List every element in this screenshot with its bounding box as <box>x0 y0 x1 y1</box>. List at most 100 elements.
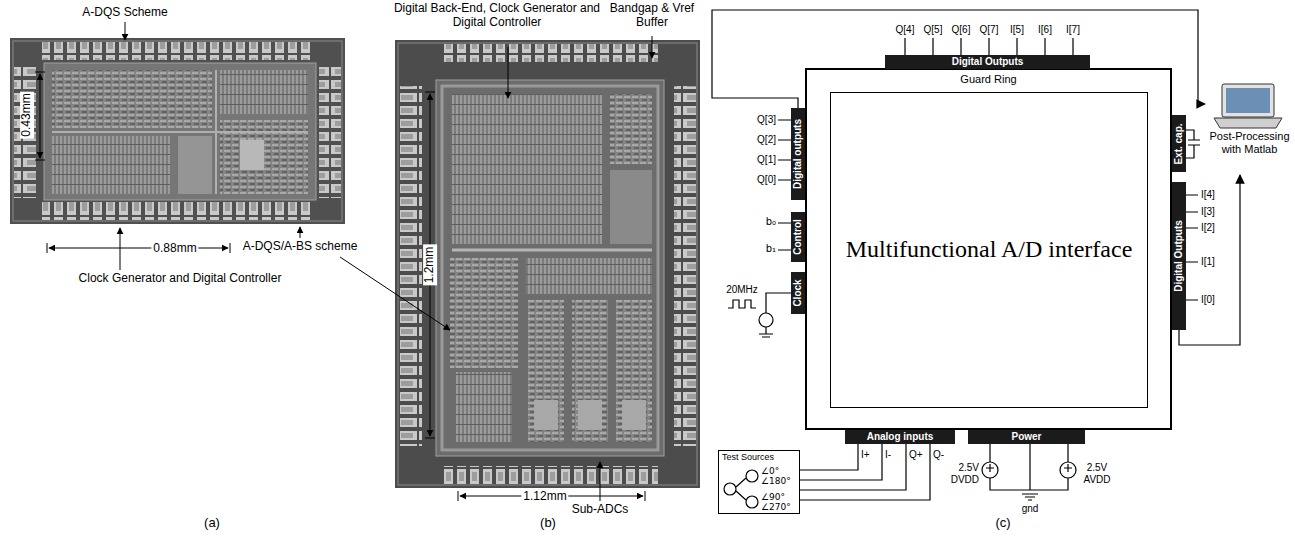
test-setup-wiring-part <box>1186 195 1198 300</box>
phase-label: ∠270° <box>761 502 791 512</box>
node-text: Power <box>1011 431 1041 443</box>
dimension-label: 0.88mm <box>151 242 198 256</box>
pin-name: Q- <box>933 449 944 461</box>
dimension-leader-lines-part <box>35 72 45 160</box>
die-photo-b-part <box>450 258 518 368</box>
node-text: Multifunctional A/D interface <box>846 236 1133 264</box>
dimension-leader-lines-part <box>600 462 601 501</box>
supply-label: gnd <box>1022 503 1039 515</box>
pin-name: I- <box>885 449 891 461</box>
signal-connector <box>1179 175 1240 345</box>
die-photo-b-part <box>395 40 700 488</box>
test-setup-wiring-part <box>724 483 736 495</box>
pin-name: Q[5] <box>924 24 943 36</box>
pin-name: b₀ <box>766 216 776 228</box>
die-photo-a-part <box>13 41 342 221</box>
die-photo-b-part <box>452 94 602 244</box>
chip-core-box: Multifunctional A/D interface <box>830 92 1148 408</box>
die-photo-b-part <box>534 400 558 430</box>
die-photo-b-part <box>674 86 696 446</box>
pin-name: Q[0] <box>757 174 776 186</box>
laptop-icon <box>1214 84 1282 128</box>
laptop-icon-part <box>1222 84 1274 117</box>
panel-label: (b) <box>540 516 556 531</box>
dimension-leader-lines-part <box>300 227 301 238</box>
dimension-leader-lines-part <box>47 243 230 253</box>
pin-group-band: Analog inputs <box>845 430 955 444</box>
die-photo-a-part <box>178 136 212 194</box>
test-setup-wiring-part <box>728 300 756 308</box>
die-photo-b-part <box>622 400 646 430</box>
pin-group-band: Ext. cap. <box>1172 115 1186 172</box>
pin-name: I[4] <box>1201 189 1215 201</box>
die-photo-b-part <box>616 300 652 442</box>
die-photo-b-part <box>400 86 422 446</box>
test-setup-wiring <box>724 38 1200 508</box>
die-photo-b-part <box>578 400 602 430</box>
die-photo-a-part <box>42 202 313 220</box>
die-photo-b-part <box>526 258 652 294</box>
pin-name: I[2] <box>1201 222 1215 234</box>
die-photo-a-part <box>42 42 313 60</box>
guard-ring-box: Guard RingMultifunctional A/D interface <box>805 68 1172 430</box>
dimension-leader-lines-part <box>508 47 509 98</box>
pin-name: I[7] <box>1066 24 1080 36</box>
node-text: Digital Outputs <box>952 56 1024 68</box>
pin-name: I[6] <box>1038 24 1052 36</box>
pin-name: Q[2] <box>757 134 776 146</box>
pin-group-band: Digital Outputs <box>1172 182 1186 330</box>
pin-name: Q[4] <box>896 24 915 36</box>
dimension-leader-lines <box>35 22 652 501</box>
pin-group-band: Digital Outputs <box>885 55 1090 69</box>
test-setup-wiring-part <box>905 38 1073 55</box>
die-photo-b-part <box>398 43 697 485</box>
test-setup-wiring-part <box>759 327 773 337</box>
phase-label: ∠0° <box>761 466 779 476</box>
node-text: Digital outputs <box>792 119 804 189</box>
node-text: Ext. cap. <box>1173 123 1185 164</box>
die-photo-a-part <box>52 70 212 128</box>
pin-group-band: Clock <box>791 272 805 314</box>
die-photo-a-part <box>52 70 308 194</box>
test-setup-wiring-part <box>746 470 758 482</box>
supply-label: 2.5V AVDD <box>1079 462 1115 485</box>
dimension-label: 0.43mm <box>20 91 34 138</box>
test-setup-wiring-part <box>800 444 930 500</box>
die-photo-b-part <box>610 170 652 244</box>
pin-name: I[1] <box>1201 256 1215 268</box>
die-photo-b-part <box>528 300 564 442</box>
pin-group-band: Power <box>968 430 1085 444</box>
laptop-icon-part <box>1214 118 1282 128</box>
pin-name: Q+ <box>909 449 923 461</box>
signal-connector <box>800 444 858 470</box>
node-text: Control <box>792 219 804 255</box>
dimension-label: 1.2mm <box>423 245 437 286</box>
pin-group-band: Digital outputs <box>791 108 805 200</box>
part-label: A-DQS Scheme <box>82 6 167 20</box>
dimension-leader-lines-part <box>125 22 126 40</box>
pin-name: I[5] <box>1010 24 1024 36</box>
signal-label: 20MHz <box>726 284 758 296</box>
test-setup-wiring-part <box>990 444 1068 490</box>
die-photo-a-part <box>220 70 308 114</box>
panel-label: (a) <box>204 516 220 531</box>
node-text: Analog inputs <box>867 431 934 443</box>
pin-name: Q[6] <box>952 24 971 36</box>
phase-label: ∠90° <box>761 492 785 502</box>
test-setup-wiring-part <box>990 478 1068 490</box>
node-text: Digital Outputs <box>1173 220 1185 292</box>
die-photo-a <box>10 38 345 224</box>
test-setup-wiring-part <box>1022 494 1038 500</box>
pin-name: b₁ <box>766 243 776 255</box>
die-photo-b-part <box>610 94 652 164</box>
part-label: A-DQS/A-BS scheme <box>243 240 358 254</box>
part-label: Sub-ADCs <box>572 503 629 517</box>
die-photo-a-part <box>52 136 170 194</box>
pin-name: I[0] <box>1201 294 1215 306</box>
die-photo-a-part <box>10 38 345 224</box>
node-text: Test Sources <box>722 452 774 462</box>
laptop-icon-part <box>1226 88 1270 113</box>
part-label: Digital Back-End, Clock Generator and Di… <box>390 2 604 30</box>
dimension-label: 1.12mm <box>521 490 568 504</box>
